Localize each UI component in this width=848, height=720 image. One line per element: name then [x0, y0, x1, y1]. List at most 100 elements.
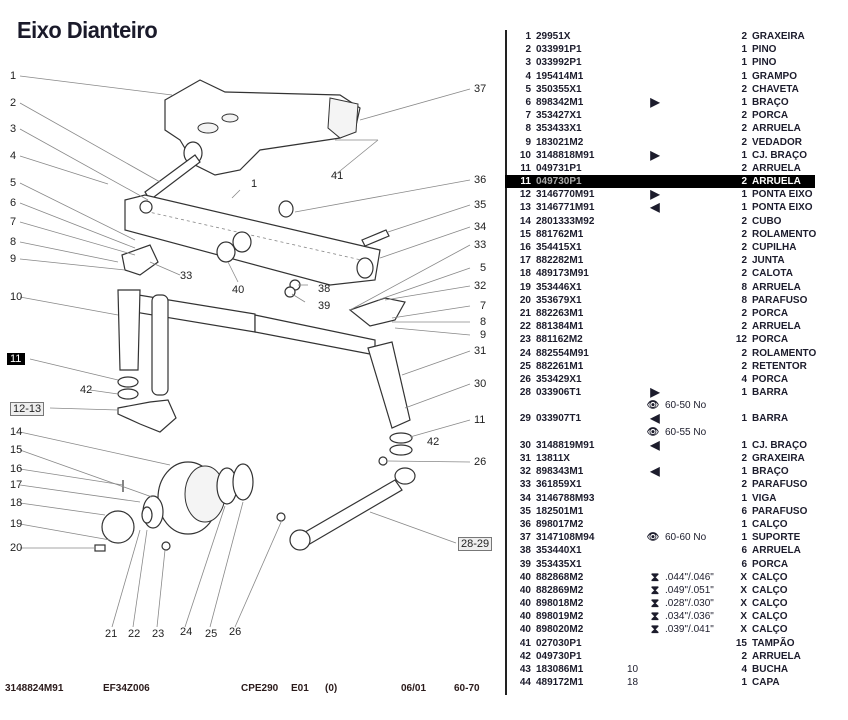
callout-30[interactable]: 30: [474, 378, 487, 390]
quantity: 1: [741, 189, 747, 201]
callout-3[interactable]: 3: [10, 123, 17, 135]
parts-row[interactable]: 60-50 No👁: [505, 399, 835, 412]
callout-6[interactable]: 6: [10, 197, 17, 209]
parts-row[interactable]: 60-55 No👁: [505, 426, 835, 439]
callout-19[interactable]: 19: [10, 518, 23, 530]
callout-9-right[interactable]: 9: [480, 329, 487, 341]
callout-20[interactable]: 20: [10, 542, 23, 554]
callout-37[interactable]: 37: [474, 83, 487, 95]
callout-26-right[interactable]: 26: [474, 456, 487, 468]
callout-42-left[interactable]: 42: [80, 384, 93, 396]
callout-5-right[interactable]: 5: [480, 262, 487, 274]
callout-11-right[interactable]: 11: [474, 414, 486, 426]
callout-15[interactable]: 15: [10, 444, 23, 456]
callout-5[interactable]: 5: [10, 177, 17, 189]
callout-41[interactable]: 41: [331, 170, 344, 182]
callout-16[interactable]: 16: [10, 463, 23, 475]
callout-38[interactable]: 38: [318, 283, 331, 295]
callout-9[interactable]: 9: [10, 253, 17, 265]
part-number: 881384M1: [536, 321, 584, 333]
callout-1-inner[interactable]: 1: [251, 178, 258, 190]
callout-17[interactable]: 17: [10, 479, 23, 491]
callout-35[interactable]: 35: [474, 199, 487, 211]
callout-26-bottom[interactable]: 26: [229, 626, 242, 638]
callout-24[interactable]: 24: [180, 626, 193, 638]
callout-28-29[interactable]: 28-29: [458, 537, 493, 551]
callout-42-right[interactable]: 42: [427, 436, 440, 448]
callout-8-right[interactable]: 8: [480, 316, 487, 328]
callout-8[interactable]: 8: [10, 236, 17, 248]
callout-39[interactable]: 39: [318, 300, 331, 312]
callout-22[interactable]: 22: [128, 628, 141, 640]
callout-33-right[interactable]: 33: [474, 239, 487, 251]
callout-7[interactable]: 7: [10, 216, 17, 228]
callout-34[interactable]: 34: [474, 221, 487, 233]
callout-7-right[interactable]: 7: [480, 300, 487, 312]
callout-31[interactable]: 31: [474, 345, 487, 357]
callout-18[interactable]: 18: [10, 497, 23, 509]
callout-40[interactable]: 40: [232, 284, 245, 296]
callout-33-inner[interactable]: 33: [180, 270, 193, 282]
callout-2[interactable]: 2: [10, 97, 17, 109]
callout-4[interactable]: 4: [10, 150, 17, 162]
callout-11-highlighted[interactable]: 11: [7, 353, 26, 365]
callout-36[interactable]: 36: [474, 174, 487, 186]
callout-23[interactable]: 23: [152, 628, 165, 640]
callout-12-13[interactable]: 12-13: [10, 402, 45, 416]
callout-32[interactable]: 32: [474, 280, 487, 292]
callout-21[interactable]: 21: [105, 628, 118, 640]
callout-14[interactable]: 14: [10, 426, 23, 438]
callout-1[interactable]: 1: [10, 70, 17, 82]
callout-10[interactable]: 10: [10, 291, 23, 303]
callout-25[interactable]: 25: [205, 628, 218, 640]
